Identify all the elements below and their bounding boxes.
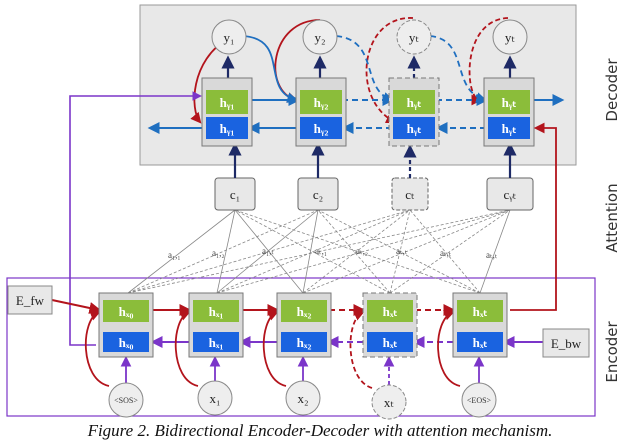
input-label: xₜ [384, 395, 395, 410]
encoder-decoder-diagram: Decoder Attention Encoder a₁,₁ a₁,₂ a₁,ₜ… [6, 4, 621, 420]
context-vector: c₁ [214, 177, 256, 211]
attention-weight-label: a₁,₁ [168, 250, 181, 260]
backward-state-label: hₓₜ [473, 335, 488, 350]
decoder-cell: hᵧ₁ hᵧ₁ [201, 77, 253, 147]
attention-section-label: Attention [603, 183, 621, 252]
output-label: yₜ [505, 30, 516, 45]
efw-label: E_fw [16, 293, 45, 308]
forward-state-label: hₓ₀ [119, 304, 134, 319]
context-label: c₁ [230, 187, 240, 202]
encoder-input-node: x₁ [197, 380, 233, 416]
context-vector: c₂ [297, 177, 339, 211]
encoder-to-decoder-link-left [69, 91, 202, 346]
efw-arrow [51, 299, 102, 314]
encoder-input-up-arrows [120, 355, 485, 385]
input-label: x₁ [209, 391, 220, 406]
attention-weight-label: a₁,ₜ [262, 246, 274, 256]
backward-state-label: hᵧ₂ [314, 121, 329, 136]
encoder-input-node: <SOS> [108, 382, 144, 418]
context-label: cᵧₜ [503, 187, 516, 203]
decoder-cell: hᵧ₂ hᵧ₂ [295, 77, 347, 147]
output-label: y₂ [314, 30, 325, 45]
input-label: <EOS> [467, 396, 492, 405]
backward-state-label: hₓ₀ [119, 335, 134, 350]
encoder-panel [6, 277, 596, 417]
ebw-box: E_bw [542, 328, 590, 358]
encoder-cell: hₓ₁ hₓ₁ [188, 292, 244, 358]
backward-state-label: hₓ₂ [297, 335, 312, 350]
encoder-input-node: xₜ [371, 384, 407, 420]
decoder-output-node: y₁ [211, 19, 247, 55]
context-vector: cₜ [391, 177, 429, 211]
context-vector: cᵧₜ [486, 177, 534, 211]
backward-state-label: hᵧ₁ [220, 121, 235, 136]
decoder-output-node: yₜ [492, 19, 528, 55]
decoder-section-label: Decoder [603, 58, 621, 122]
forward-state-label: hᵧₜ [502, 95, 517, 110]
encoder-to-decoder-link-right [510, 122, 557, 311]
ebw-label: E_bw [551, 336, 582, 351]
forward-state-label: hₓₜ [383, 304, 398, 319]
attention-weight-label: aₜ,₂ [356, 246, 368, 256]
backward-state-label: hᵧₜ [502, 121, 517, 136]
input-label: x₂ [297, 391, 308, 406]
forward-state-label: hᵧₜ [407, 95, 422, 110]
forward-state-label: hᵧ₂ [314, 95, 329, 110]
efw-box: E_fw [7, 285, 53, 315]
context-label: cₜ [405, 187, 415, 202]
encoder-section-label: Encoder [603, 321, 621, 383]
attention-weight-label: aₜ,ₜ [396, 246, 408, 256]
backward-state-label: hₓ₁ [209, 335, 224, 350]
decoder-output-node: yₜ [396, 19, 432, 55]
decoder-output-arrows [221, 55, 517, 78]
encoder-cell: hₓₜ hₓₜ [362, 292, 418, 358]
encoder-cell: hₓₜ hₓₜ [452, 292, 508, 358]
attention-weight-label: a₁,₂ [212, 248, 225, 258]
backward-state-label: hᵧₜ [407, 121, 422, 136]
encoder-input-node: x₂ [285, 380, 321, 416]
context-label: c₂ [313, 187, 323, 202]
encoder-input-loops [84, 310, 461, 389]
output-label: y₁ [223, 30, 234, 45]
encoder-cell: hₓ₂ hₓ₂ [276, 292, 332, 358]
decoder-cell: hᵧₜ hᵧₜ [388, 77, 440, 147]
attention-weight-label: aₜ,ₜ [440, 248, 452, 258]
encoder-cell: hₓ₀ hₓ₀ [98, 292, 154, 358]
backward-state-label: hₓₜ [383, 335, 398, 350]
decoder-output-node: y₂ [302, 19, 338, 55]
encoder-input-node: <EOS> [461, 382, 497, 418]
attention-weight-label: aₜ,ₜ [486, 250, 498, 260]
forward-state-label: hᵧ₁ [220, 95, 235, 110]
forward-state-label: hₓ₁ [209, 304, 224, 319]
forward-state-label: hₓ₂ [297, 304, 312, 319]
output-label: yₜ [409, 30, 420, 45]
context-to-decoder-arrows [228, 142, 517, 178]
figure-caption: Figure 2. Bidirectional Encoder-Decoder … [87, 421, 553, 440]
input-label: <SOS> [114, 396, 138, 405]
forward-state-label: hₓₜ [473, 304, 488, 319]
attention-weight-lines [127, 209, 511, 294]
decoder-cell: hᵧₜ hᵧₜ [483, 77, 535, 147]
attention-weight-label: aₜ,₁ [315, 246, 327, 256]
